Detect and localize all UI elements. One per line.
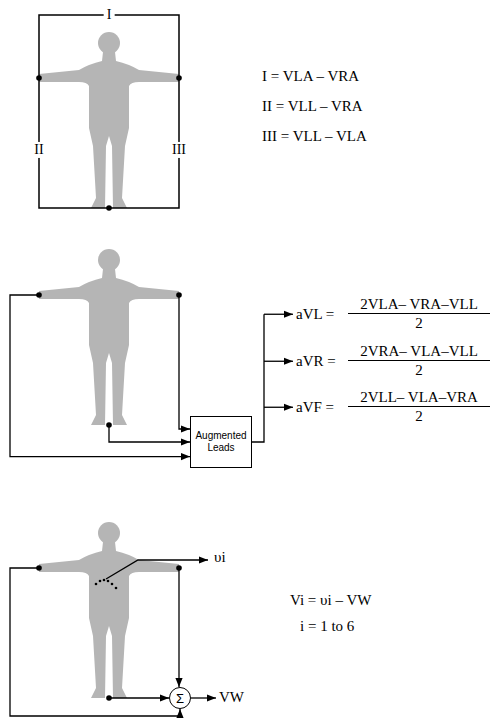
equation-label: aVF = [296,399,334,416]
lead-wire [10,295,190,457]
equation-label: II [31,142,46,158]
equation-label: 2VLL– VLA–VRA [348,389,490,407]
equation-label: 2 [348,408,490,425]
output-wire [252,314,264,442]
lead-wire [109,425,190,442]
equation-label: 2VRA– VLA–VLL [348,343,490,361]
output-arrow [264,361,293,362]
human-figure [39,32,179,208]
equation-label: Vi = υi – VW [290,592,371,609]
equation-label: I = VLA – VRA [262,68,359,85]
node-text: Augmented Leads [195,430,247,454]
lead-wire [109,697,169,698]
lead-wire [10,568,180,716]
equation-label: III = VLL – VLA [262,128,367,145]
wires [10,295,293,716]
equation-label: 2 [348,362,490,379]
chest-electrodes [95,579,118,590]
equation-label: VW [219,689,244,706]
output-arrow [191,697,216,698]
lead-wire [178,568,179,687]
output-arrow [264,314,293,315]
electrode-dot [176,75,182,81]
process-box: Augmented Leads [190,416,252,468]
equation-label: III [169,142,189,158]
lead-loop [39,15,179,208]
equation-label: 2 [348,315,490,332]
lead-wire [179,295,190,429]
human-figure [39,522,179,698]
signal-arrow [106,560,208,579]
summing-junction: Σ [169,687,191,709]
equation-label: i = 1 to 6 [300,618,354,635]
equation-label: aVR = [296,353,336,370]
electrode-dot [36,75,42,81]
electrode-dot [106,205,112,211]
equation-label: II = VLL – VRA [262,98,363,115]
output-arrow [264,407,293,408]
node-text: Σ [176,692,184,705]
equation-label: υi [214,549,226,566]
human-figure [39,249,179,425]
equation-label: I [104,7,115,23]
equation-label: aVL = [296,306,334,323]
equation-label: 2VLA– VRA–VLL [348,296,490,314]
